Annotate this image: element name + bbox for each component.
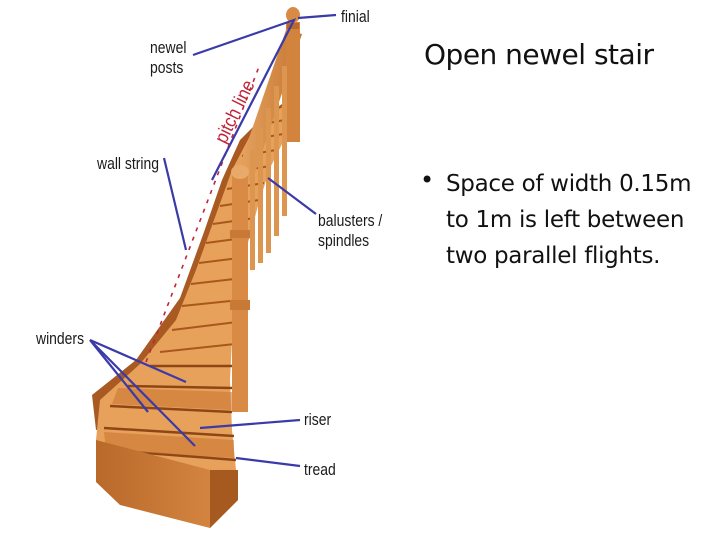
finial-knob <box>286 7 300 23</box>
label-balusters: balusters / spindles <box>318 211 383 250</box>
slide-title: Open newel stair <box>424 38 654 71</box>
bullet-marker: • <box>420 166 435 194</box>
bullet-text: Space of width 0.15m to 1m is left betwe… <box>446 171 692 269</box>
label-tread: tread <box>304 460 336 479</box>
winder-steps <box>103 364 237 462</box>
leader-lines <box>89 13 337 468</box>
bottom-step <box>96 440 238 528</box>
balusters <box>250 66 287 270</box>
newel-post-top <box>286 22 300 142</box>
bottom-step-side <box>210 470 238 528</box>
pitch-line <box>145 63 261 363</box>
label-wall-string: wall string <box>97 154 159 173</box>
label-newel-posts: newel posts <box>150 38 187 77</box>
newel-post-bottom <box>232 172 248 412</box>
label-finial: finial <box>341 7 370 26</box>
label-winders: winders <box>36 329 85 348</box>
label-riser: riser <box>304 410 332 429</box>
